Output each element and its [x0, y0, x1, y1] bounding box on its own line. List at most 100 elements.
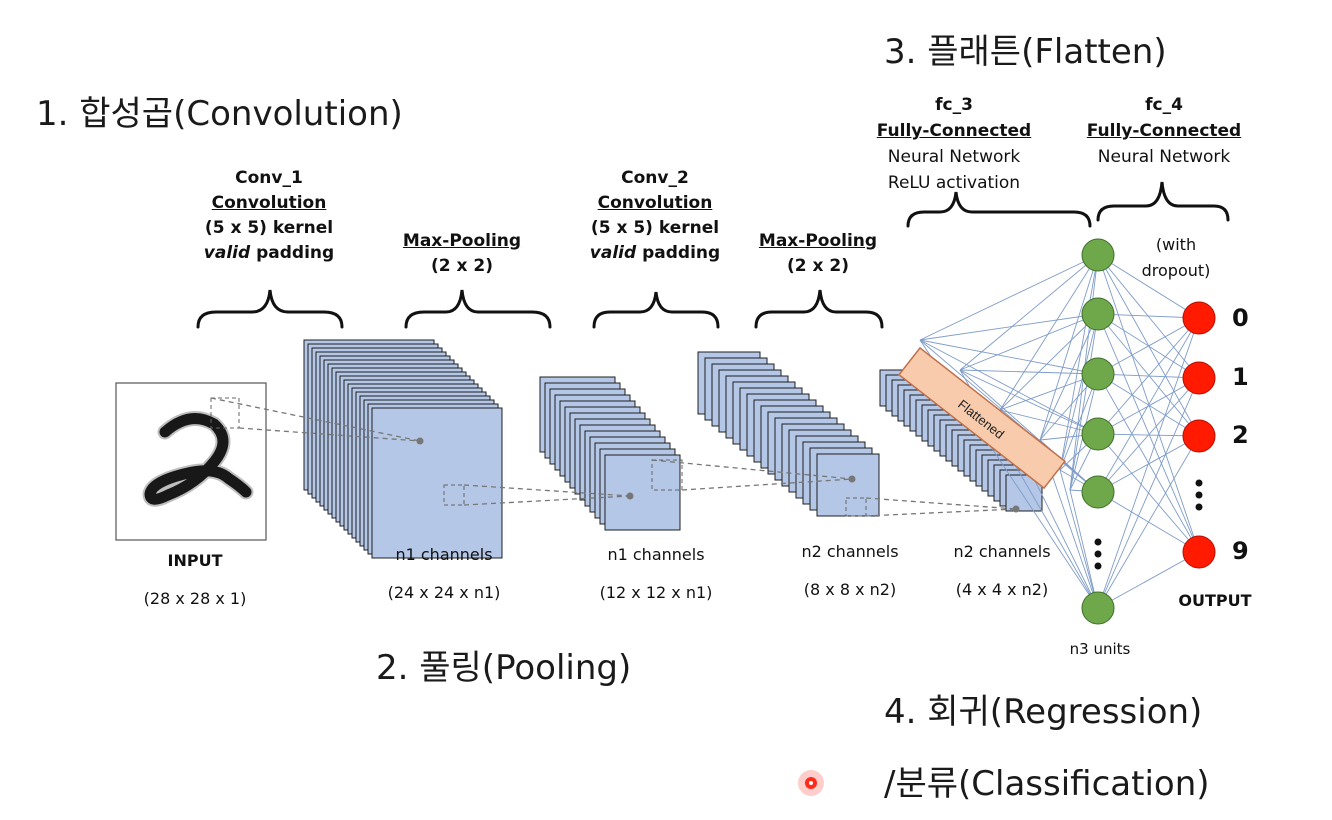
hidden-node [1081, 591, 1115, 625]
projection-dots [416, 437, 1020, 513]
units-caption: n3 units [1069, 640, 1131, 658]
fc-connection [1097, 254, 1200, 319]
conv2-label: Conv_2 Convolution (5 x 5) kernel valid … [574, 166, 736, 266]
output-digit-0: 0 [1232, 304, 1249, 332]
flatten-connection [1039, 254, 1099, 441]
pool1-feature-stack [539, 376, 681, 531]
output-node [1182, 419, 1216, 453]
dropout-note: (with dropout) [1141, 235, 1211, 280]
pool1-size: (2 x 2) [431, 256, 493, 276]
pool2-output-caption: n2 channels (4 x 4 x n2) [926, 533, 1078, 609]
output-caption: OUTPUT [1160, 582, 1270, 620]
conv1-padding-em: valid [203, 243, 251, 263]
flatten-connection [919, 313, 1099, 341]
output-node [1182, 301, 1216, 335]
output-node [1182, 361, 1216, 395]
conv2-output-dims: (8 x 8 x n2) [803, 580, 897, 599]
pool2-output-dims: (4 x 4 x n2) [955, 580, 1049, 599]
conv1-feature-stack [303, 339, 503, 559]
pool1-output-title: n1 channels [607, 545, 705, 564]
pool2-size: (2 x 2) [787, 256, 849, 276]
input-dims: (28 x 28 x 1) [143, 589, 247, 608]
conv2-feature-map [816, 453, 880, 517]
fc-connection [1097, 317, 1200, 493]
flatten-connection [1059, 254, 1099, 471]
kernel-windows [443, 459, 867, 517]
fc-connection [1097, 254, 1200, 553]
output-digit-1: 1 [1232, 363, 1249, 391]
braces [196, 181, 1230, 329]
conv1-label: Conv_1 Convolution (5 x 5) kernel valid … [188, 166, 350, 266]
fc-connection [1097, 317, 1200, 609]
conv1-name: Conv_1 [235, 168, 303, 188]
regression-section-title: 4. 회귀(Regression) [884, 692, 1203, 732]
flatten-connection [999, 313, 1099, 411]
output-node [1182, 535, 1216, 569]
output-digit-9: 9 [1232, 537, 1249, 565]
pool1-output-caption: n1 channels (12 x 12 x n1) [580, 536, 732, 612]
pool1-name: Max-Pooling [402, 231, 522, 251]
conv2-type: Convolution [597, 193, 713, 213]
flatten-connection [1059, 373, 1099, 471]
output-digit-2: 2 [1232, 421, 1249, 449]
conv1-type: Convolution [211, 193, 327, 213]
conv1-kernel: (5 x 5) kernel [204, 218, 334, 238]
flatten-connection [1039, 313, 1099, 441]
classification-section-title: /분류(Classification) [884, 764, 1210, 804]
pool1-output-dims: (12 x 12 x n1) [599, 583, 713, 602]
flatten-connection [959, 369, 1099, 435]
input-image [115, 382, 267, 541]
fc4-brace [1096, 181, 1230, 222]
flatten-connection [919, 254, 1099, 341]
hidden-ellipsis [1094, 538, 1102, 570]
fc3-brace [906, 191, 1092, 228]
flatten-connection [919, 339, 1099, 375]
fc4-name: fc_4 [1145, 95, 1183, 115]
pool1-brace [404, 289, 552, 329]
fc4-label: fc_4 Fully-Connected Neural Network [1080, 92, 1248, 170]
hidden-node [1081, 475, 1115, 509]
fc-connection [1097, 317, 1200, 435]
output-ellipsis [1195, 479, 1203, 511]
pool1-feature-map [604, 454, 681, 531]
network-connections [919, 254, 1200, 609]
flatten-connection [1059, 469, 1099, 609]
fc-connection [1097, 377, 1200, 609]
flatten-connection [999, 254, 1099, 411]
pool2-output-title: n2 channels [953, 542, 1051, 561]
flatten-connection [959, 313, 1099, 371]
conv1-padding-rest: padding [250, 243, 335, 263]
conv1-output-caption: n1 channels (24 x 24 x n1) [368, 536, 520, 612]
fc3-line1: Neural Network [887, 147, 1021, 167]
fc-connection [1097, 313, 1200, 319]
conv2-output-caption: n2 channels (8 x 8 x n2) [774, 533, 926, 609]
flatten-connection [959, 254, 1099, 371]
conv2-padding-rest: padding [636, 243, 721, 263]
hidden-node [1081, 357, 1115, 391]
flatten-connection [999, 373, 1099, 411]
hidden-node [1081, 297, 1115, 331]
conv2-output-title: n2 channels [801, 542, 899, 561]
pool1-label: Max-Pooling (2 x 2) [392, 229, 532, 279]
conv2-kernel: (5 x 5) kernel [590, 218, 720, 238]
handwritten-digit-2 [142, 411, 254, 507]
hidden-node [1081, 238, 1115, 272]
conv1-brace [196, 289, 344, 329]
conv2-padding-em: valid [589, 243, 637, 263]
input-caption: INPUT (28 x 28 x 1) [120, 542, 270, 618]
convolution-section-title: 1. 합성곱(Convolution) [36, 94, 403, 134]
flatten-connection [999, 409, 1099, 435]
fc-connection [1097, 254, 1200, 379]
pointer-dot-icon [798, 770, 824, 796]
fc4-type: Fully-Connected [1086, 121, 1242, 141]
fc3-label: fc_3 Fully-Connected Neural Network ReLU… [868, 92, 1040, 196]
fc-connection [1097, 377, 1200, 493]
conv2-feature-stack [697, 351, 880, 517]
conv1-feature-map [371, 407, 503, 559]
pooling-section-title: 2. 풀링(Pooling) [376, 648, 632, 688]
fc3-name: fc_3 [935, 95, 973, 115]
fc3-type: Fully-Connected [876, 121, 1032, 141]
fc-connection [1097, 551, 1200, 609]
input-title: INPUT [167, 551, 223, 570]
